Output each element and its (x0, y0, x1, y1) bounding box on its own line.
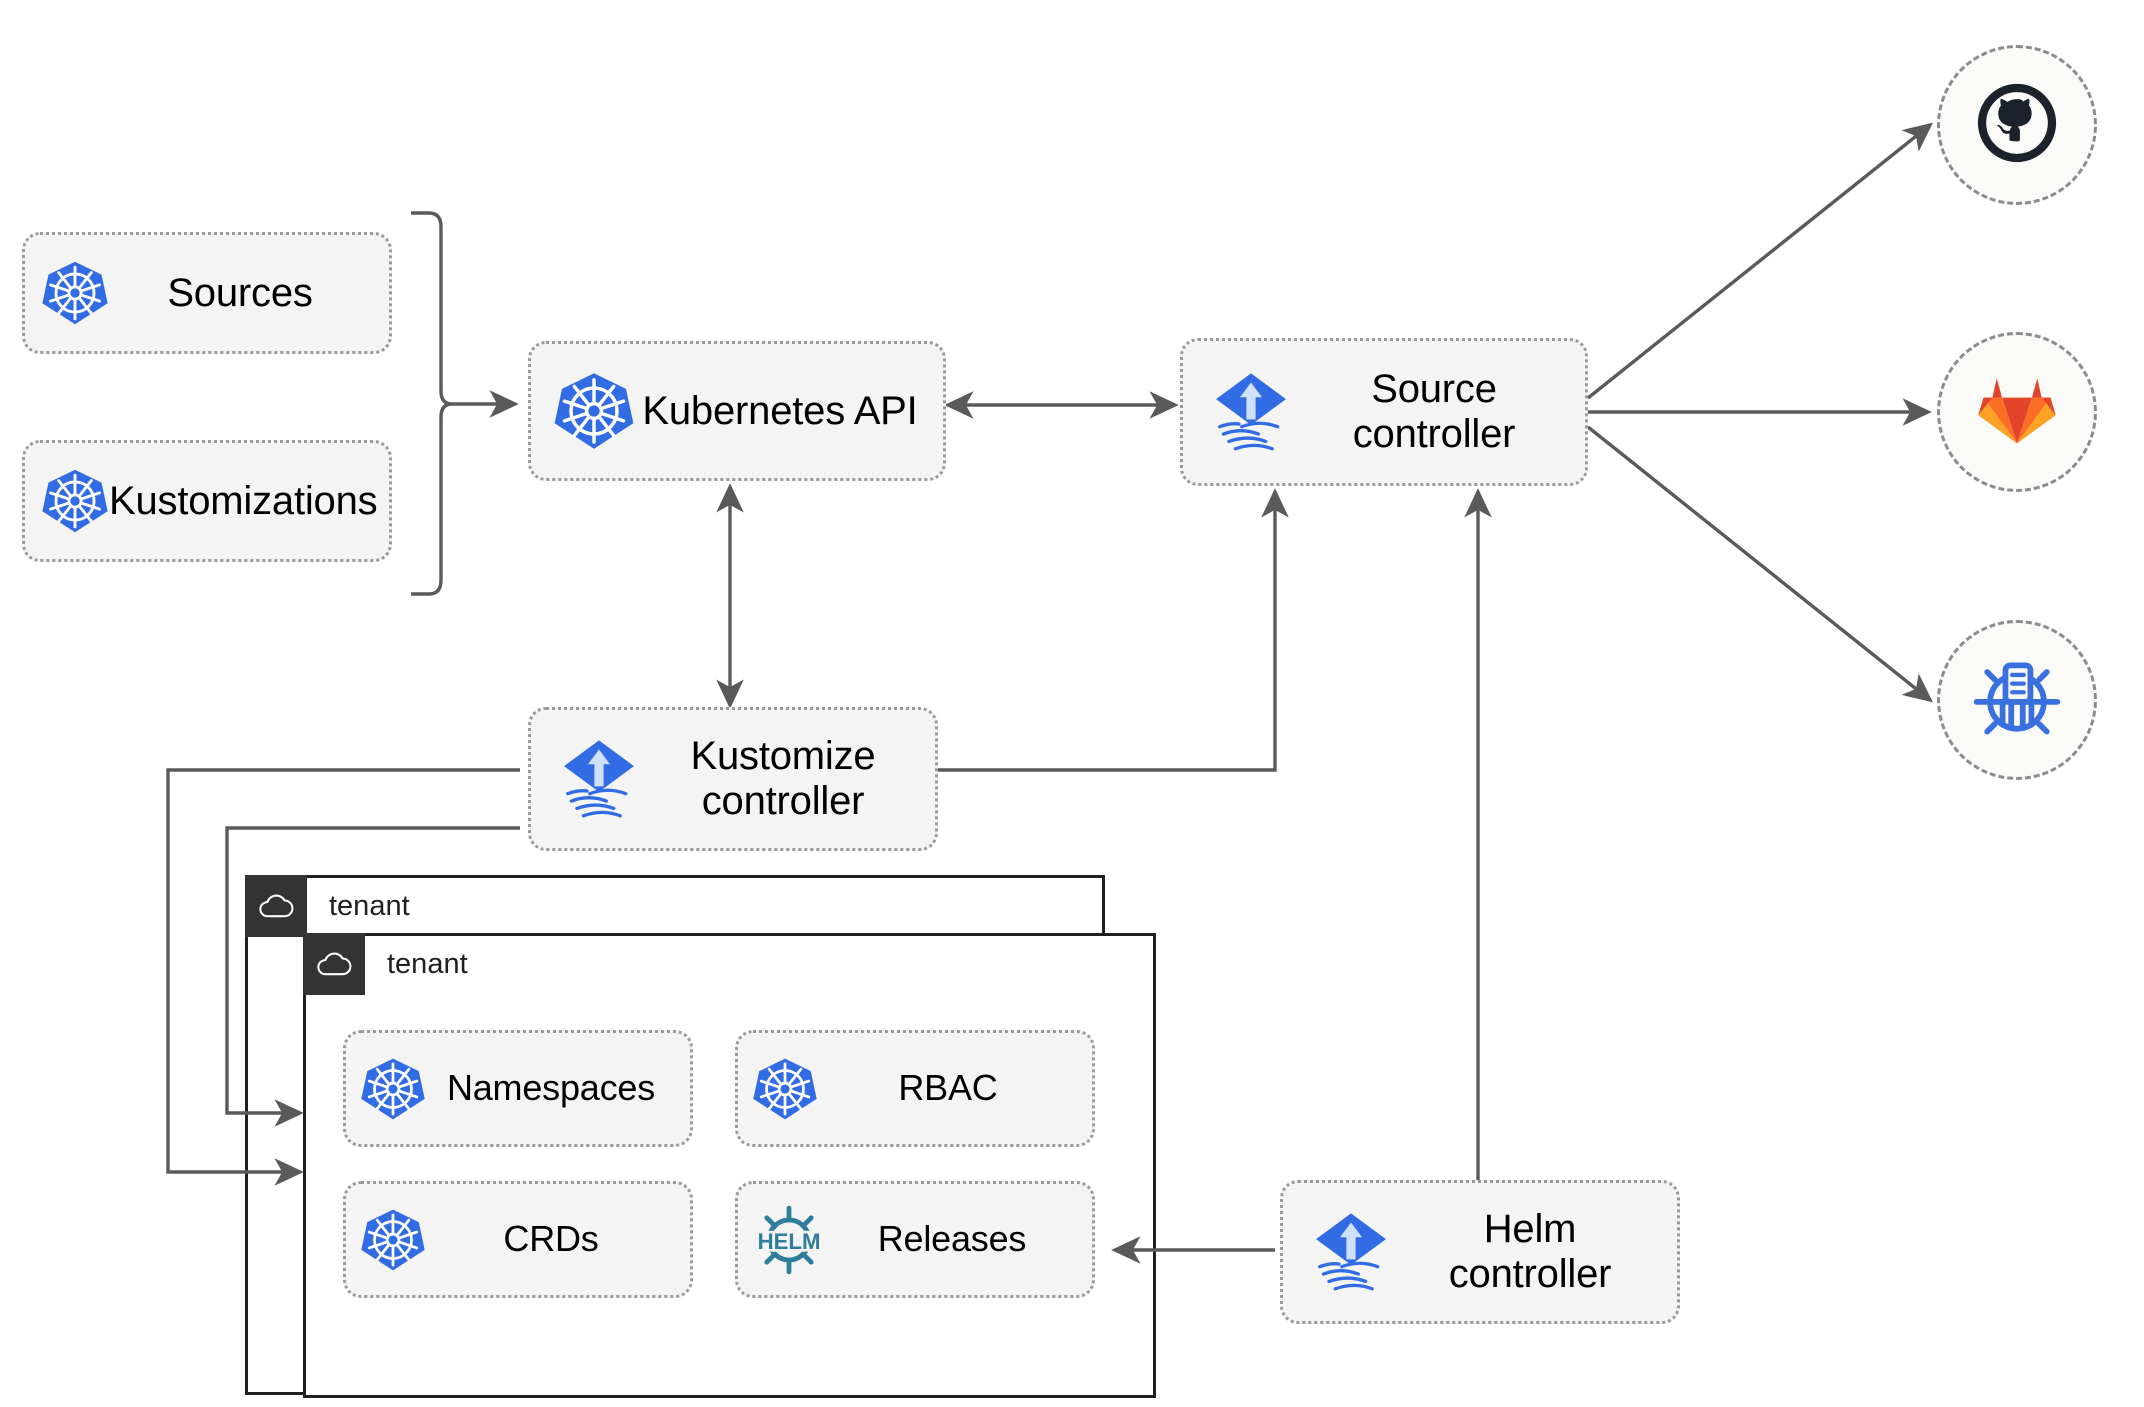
flux-icon (1205, 366, 1297, 458)
tenant-inner-header: tenant (303, 933, 468, 995)
node-namespaces[interactable]: Namespaces (343, 1030, 693, 1147)
edge-source-github (1586, 122, 1933, 400)
kubernetes-icon (41, 259, 109, 327)
kubernetes-icon (752, 1056, 818, 1122)
github-icon (1971, 77, 2063, 174)
kubernetes-icon (553, 370, 635, 452)
node-label: RBAC (898, 1067, 998, 1109)
helm-repository-icon (1969, 650, 2065, 751)
svg-text:HELM: HELM (758, 1228, 821, 1253)
node-helm-repository[interactable] (1937, 620, 2097, 780)
cloud-icon (245, 875, 307, 937)
node-github[interactable] (1937, 45, 2097, 205)
node-label: Kustomize controller (690, 734, 876, 823)
node-releases[interactable]: HELM Releases (735, 1181, 1095, 1298)
tenant-label: tenant (387, 947, 468, 980)
node-sources[interactable]: Sources (22, 232, 392, 354)
cloud-icon (303, 933, 365, 995)
kubernetes-icon (360, 1207, 426, 1273)
node-crds[interactable]: CRDs (343, 1181, 693, 1298)
node-helm-controller[interactable]: Helm controller (1280, 1180, 1680, 1324)
node-label: Namespaces (446, 1067, 656, 1109)
flux-icon (553, 733, 645, 825)
gitlab-icon (1973, 366, 2061, 459)
node-label: Kubernetes API (642, 388, 918, 433)
flux-icon (1305, 1206, 1397, 1298)
edge-kustomize-source (938, 488, 1289, 772)
node-kubernetes-api[interactable]: Kubernetes API (528, 341, 946, 481)
kubernetes-icon (41, 467, 109, 535)
edge-inputs-bracket (411, 211, 453, 596)
node-label: Releases (877, 1218, 1027, 1260)
node-kustomizations[interactable]: Kustomizations (22, 440, 392, 562)
node-label: Helm controller (1448, 1207, 1612, 1296)
node-gitlab[interactable] (1937, 332, 2097, 492)
tenant-label: tenant (329, 889, 410, 922)
node-label: Source controller (1352, 367, 1516, 456)
node-label: CRDs (503, 1218, 599, 1260)
node-rbac[interactable]: RBAC (735, 1030, 1095, 1147)
helm-icon: HELM (752, 1203, 826, 1277)
tenant-outer-header: tenant (245, 875, 410, 937)
edge-source-helmrepo (1586, 425, 1933, 703)
node-source-controller[interactable]: Source controller (1180, 338, 1588, 486)
node-label: Sources (167, 270, 313, 315)
kubernetes-icon (360, 1056, 426, 1122)
node-kustomize-controller[interactable]: Kustomize controller (528, 707, 938, 851)
node-label: Kustomizations (109, 478, 378, 523)
tenant-inner-container[interactable]: tenant (303, 933, 1156, 1398)
